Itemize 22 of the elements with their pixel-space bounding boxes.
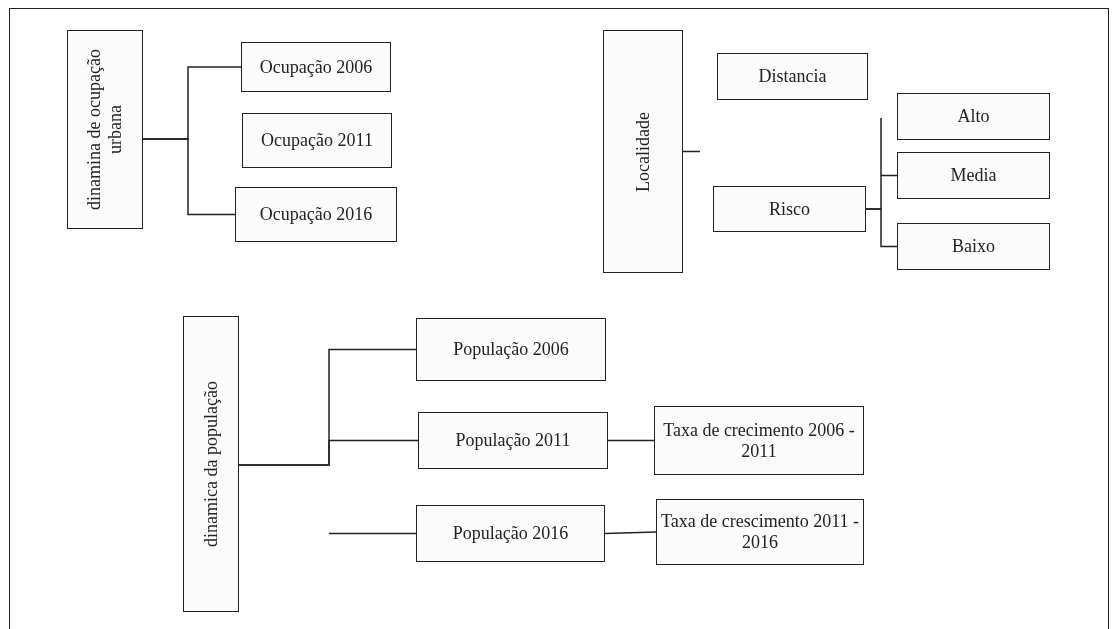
text-box: Ocupação 2011 <box>242 113 392 168</box>
connector-line <box>607 439 655 442</box>
text-box: Ocupação 2006 <box>241 42 391 92</box>
connector-line <box>142 138 236 216</box>
text-box: Alto <box>897 93 1050 140</box>
connector-line <box>865 208 898 248</box>
text-box: Taxa de crecimento 2006 - 2011 <box>654 406 864 475</box>
text-box: Localidade <box>603 30 683 273</box>
text-box: dinamica da população <box>183 316 239 612</box>
text-box: Media <box>897 152 1050 199</box>
text-box: Ocupação 2016 <box>235 187 397 242</box>
text-box: População 2016 <box>416 505 605 562</box>
text-box: Taxa de crescimento 2011 - 2016 <box>656 499 864 565</box>
text-box: Baixo <box>897 223 1050 270</box>
text-box: População 2006 <box>416 318 606 381</box>
connector-line <box>604 531 657 535</box>
text-box: População 2011 <box>418 412 608 469</box>
text-box: Distancia <box>717 53 868 100</box>
text-box: Risco <box>713 186 866 232</box>
connector-line <box>238 439 419 466</box>
text-box: dinamina de ocupação urbana <box>67 30 143 229</box>
connector-line <box>328 532 417 535</box>
